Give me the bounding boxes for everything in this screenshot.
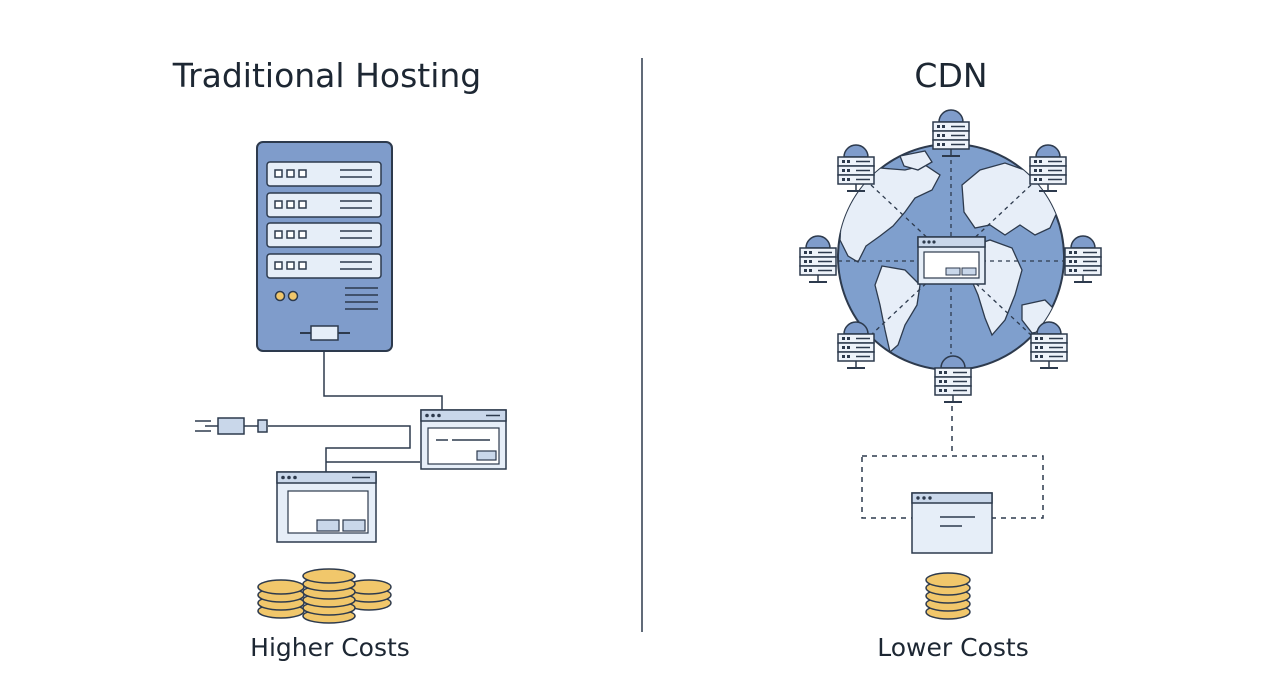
server-rack-icon xyxy=(256,141,393,352)
connection-lines xyxy=(268,351,443,472)
plug-icon xyxy=(195,417,268,435)
edge-server-icon xyxy=(1064,235,1102,283)
lower-costs-label: Lower Costs xyxy=(877,633,1029,662)
globe-icon xyxy=(830,143,1072,371)
edge-server-icon xyxy=(1029,144,1067,192)
cdn-title: CDN xyxy=(914,56,988,95)
coin-stack-icon xyxy=(257,568,392,624)
edge-server-icon xyxy=(837,144,875,192)
traditional-hosting-title: Traditional Hosting xyxy=(172,56,482,95)
browser-window-icon xyxy=(420,409,507,470)
browser-window-icon xyxy=(276,471,377,543)
browser-window-icon xyxy=(911,492,993,554)
edge-server-icon xyxy=(799,235,837,283)
coin-stack-icon xyxy=(925,572,971,620)
edge-server-icon xyxy=(932,109,970,157)
higher-costs-label: Higher Costs xyxy=(250,633,410,662)
